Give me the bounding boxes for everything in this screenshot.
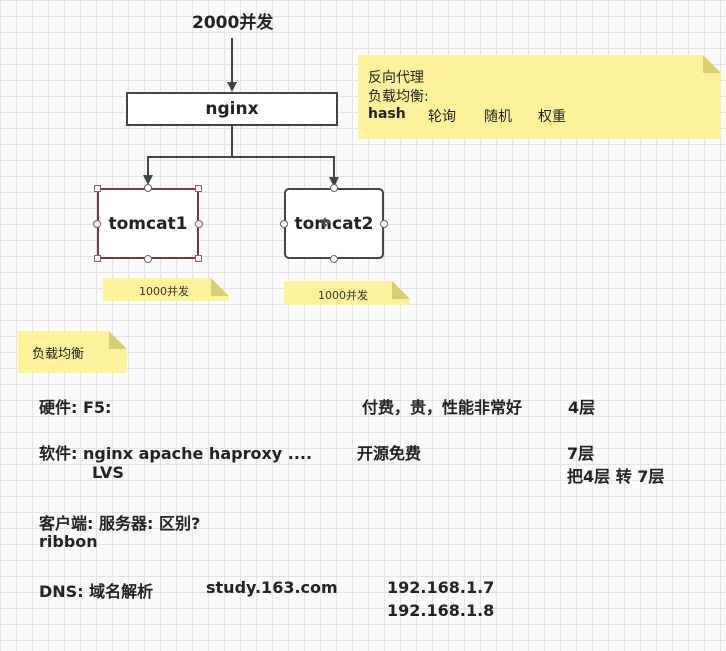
resize-handle-tr[interactable] — [195, 185, 202, 192]
resize-handle-bl[interactable] — [94, 255, 101, 262]
tomcat1-node[interactable]: tomcat1 — [97, 188, 199, 259]
nginx-label: nginx — [205, 99, 259, 119]
lb-note[interactable]: 负载均衡 — [18, 331, 127, 373]
tomcat1-label: tomcat1 — [108, 213, 188, 234]
software-layer: 7层 — [567, 444, 595, 463]
hardware-desc: 付费，贵，性能非常好 — [362, 398, 523, 417]
tomcat1-note[interactable]: 1000并发 — [103, 278, 229, 301]
dns-label: DNS: 域名解析 — [39, 582, 154, 601]
software-lvs: LVS — [92, 463, 124, 482]
lb-item-weight: 权重 — [538, 109, 566, 125]
proxy-note-line2: 负载均衡: — [368, 89, 429, 105]
tomcat2-note-label: 1000并发 — [318, 289, 368, 302]
dns-ip-2: 192.168.1.8 — [387, 601, 495, 620]
connect-handle-left[interactable] — [93, 220, 101, 228]
dns-domain: study.163.com — [206, 578, 338, 597]
tomcat2-node[interactable]: tomcat2 — [284, 188, 384, 259]
lb-item-hash: hash — [368, 106, 406, 122]
lb-item-round-robin: 轮询 — [428, 109, 456, 125]
software-lvs-desc: 把4层 转 7层 — [567, 467, 665, 486]
resize-handle-br[interactable] — [195, 255, 202, 262]
connect-handle-top[interactable] — [144, 184, 152, 192]
connect-handle-left[interactable] — [280, 220, 288, 228]
tomcat1-note-label: 1000并发 — [139, 285, 189, 298]
connect-handle-top[interactable] — [330, 184, 338, 192]
nginx-split-line — [143, 125, 233, 185]
nginx-node[interactable]: nginx — [126, 92, 338, 126]
connect-handle-bottom[interactable] — [144, 255, 152, 263]
client-server-line: 客户端: 服务器: 区别? — [39, 514, 201, 533]
software-label: 软件: nginx apache haproxy .... — [39, 444, 313, 463]
dns-ip-1: 192.168.1.7 — [387, 578, 495, 597]
ribbon-text: ribbon — [39, 532, 98, 551]
lb-item-random: 随机 — [484, 109, 512, 125]
software-desc: 开源免费 — [357, 444, 422, 463]
proxy-note[interactable]: 反向代理 负载均衡: hash 轮询 随机 权重 — [358, 55, 721, 139]
lb-note-label: 负载均衡 — [32, 347, 85, 362]
tomcat2-label: tomcat2 — [294, 213, 374, 234]
move-cursor-icon: ✥ — [319, 216, 331, 231]
hardware-label: 硬件: F5: — [39, 398, 112, 417]
nginx-to-tomcat2-line — [232, 156, 339, 187]
tomcat2-note[interactable]: 1000并发 — [284, 281, 410, 305]
connect-handle-right[interactable] — [380, 220, 388, 228]
hardware-layer: 4层 — [568, 398, 596, 417]
connect-handle-right[interactable] — [195, 220, 203, 228]
concurrency-label: 2000并发 — [192, 13, 274, 33]
connect-handle-bottom[interactable] — [330, 255, 338, 263]
proxy-note-line1: 反向代理 — [368, 70, 424, 86]
resize-handle-tl[interactable] — [94, 185, 101, 192]
